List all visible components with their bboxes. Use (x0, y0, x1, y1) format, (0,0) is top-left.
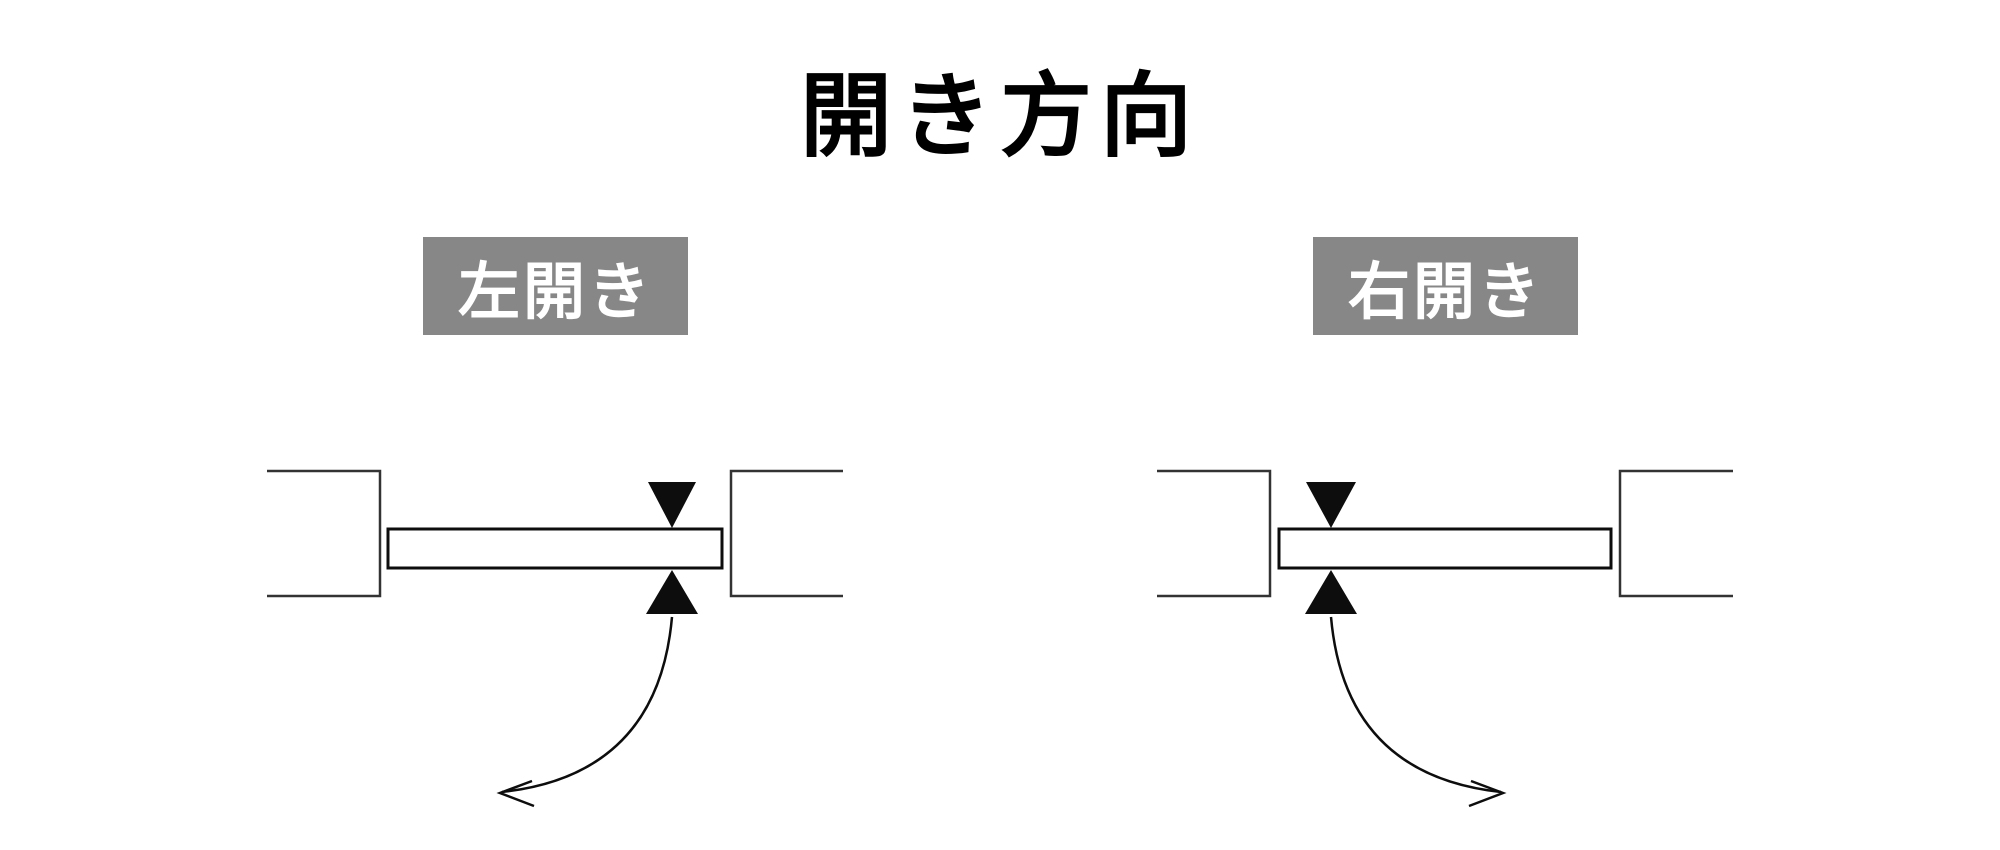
door-panel (1277, 527, 1613, 570)
door-panel (386, 527, 724, 570)
latch-pointer-down-icon (648, 482, 696, 528)
right-opening-diagram (1157, 469, 1733, 808)
latch-pointer-up-icon (1305, 570, 1357, 614)
swing-arc (1329, 616, 1502, 794)
right-wall (729, 469, 843, 598)
right-opening-label: 右開き (1313, 237, 1578, 335)
right-wall (1618, 469, 1733, 598)
swing-arc (501, 616, 674, 794)
left-opening-label: 左開き (423, 237, 688, 335)
left-opening-diagram (267, 469, 843, 808)
latch-pointer-up-icon (646, 570, 698, 614)
left-wall (267, 469, 382, 598)
swing-arrowhead-icon (1468, 779, 1507, 808)
latch-pointer-down-icon (1306, 482, 1356, 528)
left-wall (1157, 469, 1272, 598)
swing-arrowhead-icon (496, 779, 535, 808)
page-title: 開き方向 (799, 63, 1200, 170)
